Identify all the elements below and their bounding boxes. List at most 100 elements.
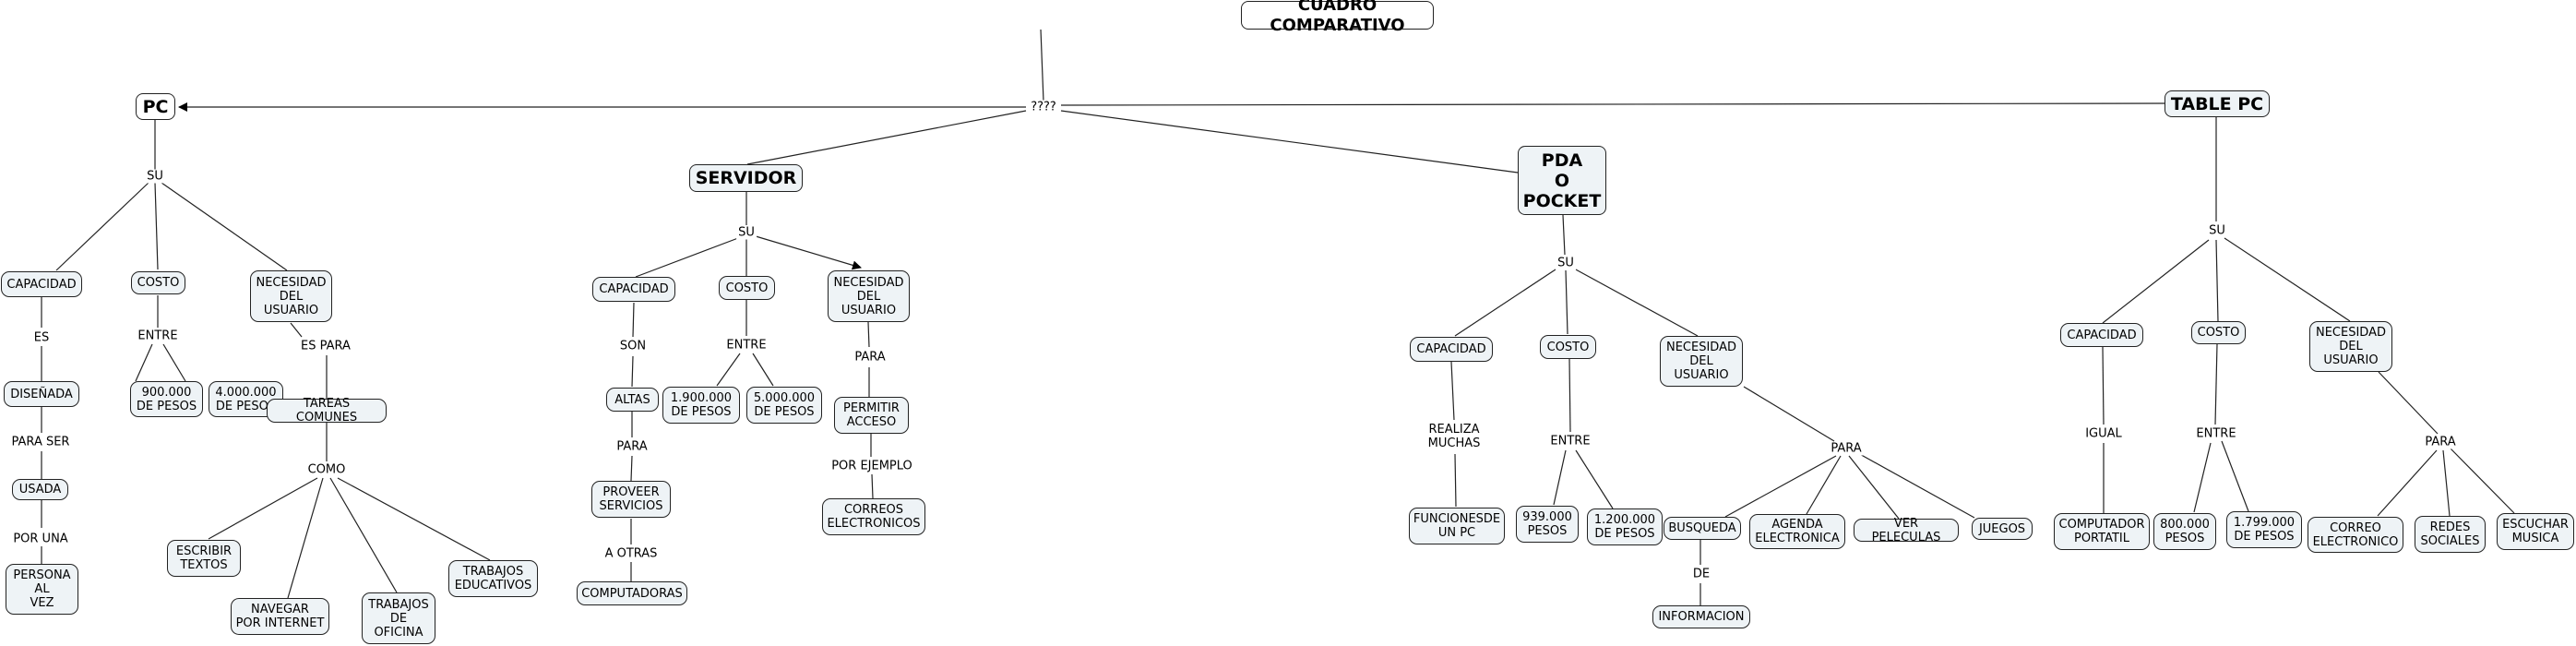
servidor-su-label: SU [736,225,757,240]
connector [2449,447,2515,514]
tablet-su-label: SU [2207,223,2227,238]
servidor-proveer-node: PROVEER SERVICIOS [591,481,671,518]
connector [1450,361,1455,421]
connector [716,353,741,387]
connector [2378,371,2439,435]
servidor-correos-node: CORREOS ELECTRONICOS [822,498,925,535]
connector [2442,449,2451,517]
tablet-node: TABLE PC [2165,90,2270,117]
pda-node: PDA O POCKET [1518,146,1606,215]
connector [1562,214,1566,256]
pc-tareas-node: TAREAS COMUNES [267,397,387,425]
pc-escribir-node: ESCRIBIR TEXTOS [167,540,241,577]
pc-precio1-node: 900.000 DE PESOS [130,381,203,417]
connector [1553,449,1567,506]
connector [2221,440,2249,512]
connector [154,182,159,270]
pda-entre-label: ENTRE [1548,434,1592,449]
pc-oficina-node: TRABAJOS DE OFICINA [362,592,435,644]
servidor-node: SERVIDOR [689,164,803,192]
pc-es-label: ES [31,330,52,345]
pc-navegar-node: NAVEGAR POR INTERNET [231,598,329,635]
pda-peliculas-node: VER PELECULAS [1854,517,1959,544]
pc-su-label: SU [145,169,165,184]
tablet-redes-node: REDES SOCIALES [2415,516,2486,553]
pda-agenda-node: AGENDA ELECTRONICA [1749,514,1845,549]
pda-busqueda-node: BUSQUEDA [1664,517,1741,540]
connector [2224,237,2351,322]
connector [162,343,186,382]
servidor-por-ejemplo-label: POR EJEMPLO [829,459,914,473]
pc-node: PC [136,93,175,120]
connector [1040,29,1044,102]
servidor-a-otras-label: A OTRAS [602,546,660,561]
servidor-son-label: SON [617,339,649,353]
pc-educativos-node: TRABAJOS EDUCATIVOS [448,560,538,597]
servidor-precio2-node: 5.000.000 DE PESOS [746,387,822,424]
connector [1060,110,1519,173]
connector [1454,269,1556,337]
tablet-para-label: PARA [2423,435,2458,449]
pc-es-para-label: ES PARA [299,339,352,353]
connector [632,302,635,338]
pda-funciones-node: FUNCIONESDE UN PC [1409,508,1505,544]
servidor-capacidad-node: CAPACIDAD [592,277,675,302]
connector [1848,455,1900,520]
map-title: CUADRO COMPARATIVO [1241,0,1434,35]
connector [287,477,324,599]
tablet-costo-node: COSTO [2191,321,2246,344]
connector [630,455,633,482]
pda-costo-node: COSTO [1540,335,1596,359]
pc-como-label: COMO [305,462,348,477]
connector [871,473,874,499]
tablet-capacidad-node: CAPACIDAD [2060,323,2143,347]
connector [631,355,634,388]
tablet-correo-node: CORREO ELECTRONICO [2308,517,2403,553]
connector [1568,358,1571,433]
connector [208,477,318,540]
connector [1575,449,1614,509]
servidor-computadoras-node: COMPUTADORAS [577,581,687,605]
pda-informacion-node: INFORMACION [1652,605,1750,628]
pda-juegos-node: JUEGOS [1972,518,2033,540]
pda-capacidad-node: CAPACIDAD [1410,337,1493,362]
pda-de-label: DE [1690,567,1712,581]
connector [867,321,870,348]
servidor-permitir-node: PERMITIR ACCESO [834,397,909,434]
pc-disenada-node: DISEÑADA [4,381,79,407]
pda-precio1-node: 939.000 PESOS [1516,506,1579,543]
connector [1060,102,2165,106]
pc-necesidad-node: NECESIDAD DEL USUARIO [250,270,332,322]
pda-realiza-label: REALIZA MUCHAS [1425,423,1483,450]
pc-capacidad-node: CAPACIDAD [1,271,82,297]
connector [337,477,491,561]
servidor-para2-label: PARA [853,350,888,365]
pda-su-label: SU [1556,256,1576,270]
tablet-portatil-node: COMPUTADOR PORTATIL [2054,513,2150,550]
tablet-igual-label: IGUAL [2083,426,2124,441]
connector [2193,442,2212,513]
servidor-entre-label: ENTRE [724,338,769,353]
connector [55,182,149,271]
connector [752,353,774,387]
connector [1806,455,1842,515]
pc-para-ser-label: PARA SER [9,435,72,449]
connector [2102,346,2105,425]
connector [635,237,739,278]
pc-por-una-label: POR UNA [11,532,70,546]
tablet-precio2-node: 1.799.000 DE PESOS [2226,511,2302,548]
connector [329,477,398,593]
pc-entre-label: ENTRE [136,329,180,343]
tablet-precio1-node: 800.000 PESOS [2153,513,2216,550]
pc-persona-node: PERSONA AL VEZ [6,564,78,615]
connector [1573,268,1699,337]
connector [746,110,1027,165]
connector [2214,343,2218,425]
tablet-musica-node: ESCUCHAR MUSICA [2497,513,2574,550]
tablet-entre-label: ENTRE [2194,426,2238,441]
tablet-necesidad-node: NECESIDAD DEL USUARIO [2309,321,2392,372]
connector [135,343,153,382]
pda-para-label: PARA [1829,441,1864,456]
hub-label: ???? [1029,100,1058,114]
